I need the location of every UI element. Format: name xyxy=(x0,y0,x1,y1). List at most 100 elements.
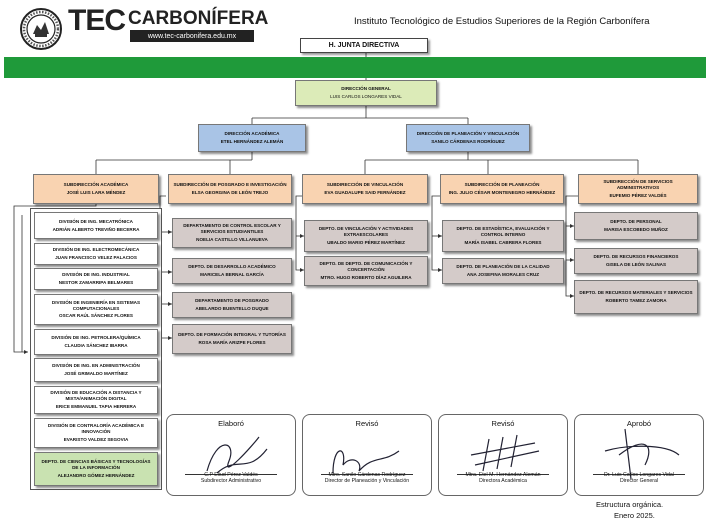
signature-name: C.P Eliud Pérez Valdés xyxy=(204,472,258,479)
direccion-planeacion-title: DIRECCIÓN DE PLANEACIÓN Y VINCULACIÓN xyxy=(416,131,520,137)
green-band xyxy=(4,57,706,78)
division-item: DIVISIÓN DE ING. PETROLERA/QUÍMICA CLAUD… xyxy=(34,329,158,355)
signature-scribble xyxy=(332,450,400,474)
depto-title: DEPTO. DE DEPTO. DE COMUNICACIÓN Y CONCE… xyxy=(319,261,413,273)
division-item: DIVISIÓN DE INGENIERÍA EN SISTEMAS COMPU… xyxy=(34,294,158,325)
division-name: CLAUDIA SÁNCHEZ IBARRA xyxy=(64,343,128,348)
signature-line xyxy=(457,474,549,475)
footer-line1: Estructura orgánica. xyxy=(596,500,664,509)
subdireccion-name: ELSA GEORGINA DE LEÓN TREJO xyxy=(191,190,269,195)
direccion-academica-title: DIRECCIÓN ACADÉMICA xyxy=(224,131,280,137)
subdireccion-planeacion: SUBDIRECCIÓN DE PLANEACIÓN ING. JULIO CÉ… xyxy=(440,174,564,204)
subdireccion-title: SUBDIRECCIÓN DE PLANEACIÓN xyxy=(464,182,540,188)
depto-name: MARÍA ISABEL CABRERA FLORES xyxy=(464,239,542,245)
division-name: ERICE EMMANUEL TAPIA HERRERA xyxy=(55,403,137,409)
direccion-general: DIRECCIÓN GENERAL LUIS CARLOS LONGARES V… xyxy=(295,80,437,106)
depto-servicios-item: DEPTO. DE RECURSOS MATERIALES Y SERVICIO… xyxy=(574,280,698,314)
division-title: DIVISIÓN DE ING. PETROLERA/QUÍMICA xyxy=(51,335,141,341)
depto-posgrado-item: DEPTO. DE DESARROLLO ACADÉMICO MARICELA … xyxy=(172,258,292,284)
division-title: DIVISIÓN DE ING. MECATRÓNICA xyxy=(59,218,133,224)
division-name: ALEJANDRO GÓMEZ HERNÁNDEZ xyxy=(57,472,135,478)
depto-servicios-item: DEPTO. DE RECURSOS FINANCIEROS GISELA DE… xyxy=(574,248,698,274)
direccion-planeacion-name: SANILO CÁRDENAS RODRÍGUEZ xyxy=(431,139,505,144)
depto-vinculacion-item: DEPTO. DE VINCULACIÓN Y ACTIVIDADES EXTR… xyxy=(304,220,428,252)
division-item: DIVISIÓN DE ING. INDUSTRIAL NESTOR ZAMAR… xyxy=(34,268,158,290)
depto-servicios-item: DEPTO. DE PERSONAL MARISA ESCOBEDO MUÑOZ xyxy=(574,212,698,240)
signature-scribble xyxy=(470,434,540,472)
division-title: DEPTO. DE CIENCIAS BÁSICAS Y TECNOLOGÍAS… xyxy=(41,459,151,471)
depto-posgrado-item: DEPTO. DE FORMACIÓN INTEGRAL Y TUTORÍAS … xyxy=(172,324,292,354)
depto-planeacion-item: DEPTO. DE ESTADÍSTICA, EVALUACIÓN Y CONT… xyxy=(442,220,564,252)
depto-name: ROBERTO TAMEZ ZAMORA xyxy=(605,298,667,303)
signature-line xyxy=(185,474,277,475)
division-name: EVARISTO VALDEZ SEGOVIA xyxy=(63,436,129,442)
signature-scribble xyxy=(206,436,268,474)
depto-title: DEPTO. DE PERSONAL xyxy=(610,219,662,225)
division-item: DIVISIÓN DE ING. EN ADMINISTRACIÓN JOSÉ … xyxy=(34,358,158,382)
signature-line xyxy=(593,474,685,475)
signature-label: Elaboró xyxy=(218,419,244,428)
depto-title: DEPTO. DE FORMACIÓN INTEGRAL Y TUTORÍAS xyxy=(178,332,286,338)
direccion-academica-name: ETEL HERNÁNDEZ ALEMÁN xyxy=(220,139,284,144)
signature-role: Director General xyxy=(619,478,659,485)
subdireccion-vinculacion: SUBDIRECCIÓN DE VINCULACIÓN EVA GUADALUP… xyxy=(302,174,428,204)
direccion-planeacion: DIRECCIÓN DE PLANEACIÓN Y VINCULACIÓN SA… xyxy=(406,124,530,152)
subdireccion-title: SUBDIRECCIÓN DE VINCULACIÓN xyxy=(326,182,404,188)
direccion-general-title: DIRECCIÓN GENERAL xyxy=(341,86,391,92)
division-name: JUAN FRANCISCO VELEZ PALACIOS xyxy=(55,255,137,260)
division-title: DIVISIÓN DE ING. ELECTROMECÁNICA xyxy=(52,247,140,253)
depto-title: DEPARTAMENTO DE CONTROL ESCOLAR Y SERVIC… xyxy=(183,223,281,235)
division-item: DIVISIÓN DE CONTRALORÍA ACADÉMICA E INNO… xyxy=(34,418,158,448)
logo-url-banner: www.tec-carbonifera.edu.mx xyxy=(130,30,254,42)
subdireccion-servicios: SUBDIRECCIÓN DE SERVICIOS ADMINISTRATIVO… xyxy=(578,174,698,204)
signature-name: Mtro. Sanilo Cárdenas Rodríguez xyxy=(328,472,406,479)
division-title: DIVISIÓN DE CONTRALORÍA ACADÉMICA E INNO… xyxy=(47,423,145,435)
logo-tec: TEC xyxy=(68,4,126,37)
logo-carbonifera: CARBONÍFERA xyxy=(128,8,269,29)
subdireccion-posgrado: SUBDIRECCIÓN DE POSGRADO E INVESTIGACIÓN… xyxy=(168,174,292,204)
junta-label: H. JUNTA DIRECTIVA xyxy=(328,42,400,49)
depto-title: DEPTO. DE DESARROLLO ACADÉMICO xyxy=(188,264,276,270)
subdireccion-title: SUBDIRECCIÓN ACADÉMICA xyxy=(63,182,129,188)
depto-name: NOELIA CASTILLO VILLANUEVA xyxy=(196,236,268,242)
depto-name: MARICELA BERNAL GARCÍA xyxy=(200,272,264,277)
institute-name: Instituto Tecnológico de Estudios Superi… xyxy=(354,16,650,27)
footer-line2: Enero 2025. xyxy=(614,511,655,520)
depto-planeacion-item: DEPTO. DE PLANEACIÓN DE LA CALIDAD ANA J… xyxy=(442,258,564,284)
subdireccion-name: ING. JULIO CÉSAR MONTENEGRO HERNÁNDEZ xyxy=(448,190,556,195)
signature-scribble xyxy=(604,428,680,480)
depto-title: DEPTO. DE RECURSOS MATERIALES Y SERVICIO… xyxy=(579,290,693,296)
depto-name: MARISA ESCOBEDO MUÑOZ xyxy=(604,227,668,232)
signature-role: Subdirector Administrativo xyxy=(200,478,262,485)
depto-name: ANA JOSEFINA MORALES CRUZ xyxy=(466,272,540,277)
division-item: DIVISIÓN DE ING. MECATRÓNICA ADRIÁN ALBE… xyxy=(34,212,158,239)
depto-posgrado-item: DEPARTAMENTO DE CONTROL ESCOLAR Y SERVIC… xyxy=(172,218,292,248)
signature-role: Directora Académica xyxy=(479,478,527,485)
signature-label: Aprobó xyxy=(626,419,652,428)
depto-name: MTRO. HUGO ROBERTO DÍAZ AGUILERA xyxy=(320,274,412,280)
signature-role: Director de Planeación y Vinculación xyxy=(324,478,410,485)
division-title: DIVISIÓN DE ING. INDUSTRIAL xyxy=(62,272,130,278)
division-title: DIVISIÓN DE EDUCACIÓN A DISTANCIA Y MIXT… xyxy=(50,390,142,402)
division-title: DIVISIÓN DE ING. EN ADMINISTRACIÓN xyxy=(52,363,140,369)
signature-label: Revisó xyxy=(491,419,515,428)
division-item: DIVISIÓN DE EDUCACIÓN A DISTANCIA Y MIXT… xyxy=(34,386,158,414)
signature-line xyxy=(321,474,413,475)
subdireccion-title: SUBDIRECCIÓN DE SERVICIOS ADMINISTRATIVO… xyxy=(603,179,673,191)
division-name: OSCAR RAÚL SÁNCHEZ FLORES xyxy=(59,313,133,319)
division-name: ADRIÁN ALBERTO TREVIÑO BECERRA xyxy=(52,226,140,232)
logo-seal-icon xyxy=(20,8,62,50)
depto-title: DEPTO. DE RECURSOS FINANCIEROS xyxy=(593,254,679,260)
signature-label: Revisó xyxy=(355,419,379,428)
depto-title: DEPTO. DE ESTADÍSTICA, EVALUACIÓN Y CONT… xyxy=(456,226,550,238)
subdireccion-title: SUBDIRECCIÓN DE POSGRADO E INVESTIGACIÓN xyxy=(173,182,287,188)
division-item: DEPTO. DE CIENCIAS BÁSICAS Y TECNOLOGÍAS… xyxy=(34,452,158,486)
depto-name: UBALDO MARIO PÉREZ MARTÍNEZ xyxy=(327,239,405,245)
